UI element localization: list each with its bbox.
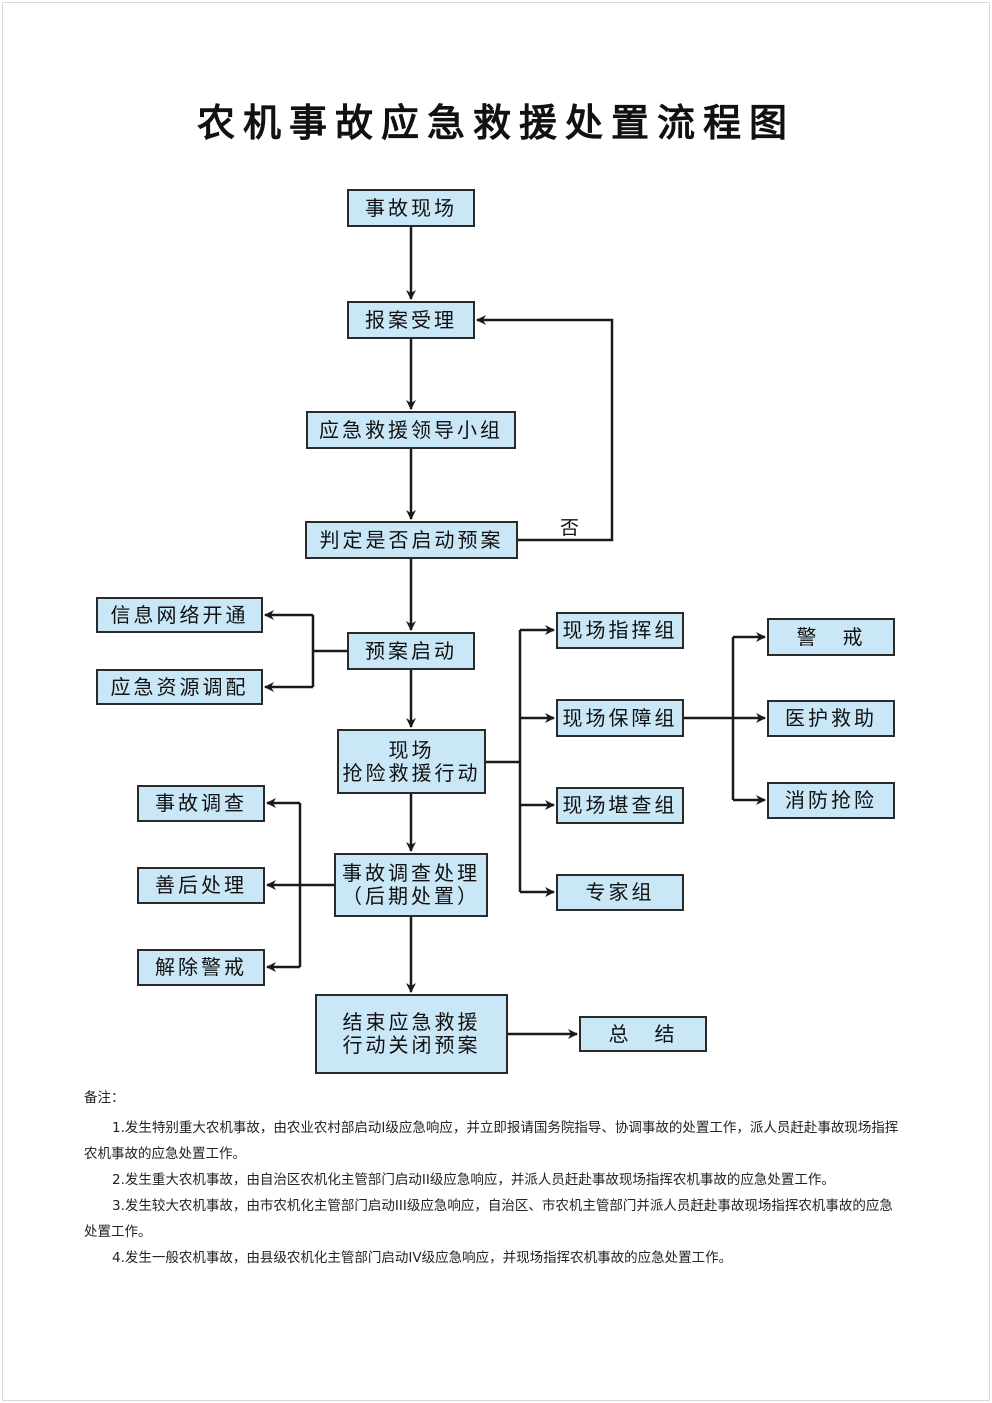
node-report-received: 报案受理	[347, 301, 475, 339]
page-title: 农机事故应急救援处置流程图	[196, 100, 795, 145]
node-expert-group: 专家组	[556, 874, 684, 911]
node-rescue-action: 现场 抢险救援行动	[337, 729, 486, 794]
notes-section: 备注： 1.发生特别重大农机事故，由农业农村部启动I级应急响应，并立即报请国务院…	[84, 1085, 906, 1271]
node-medical-aid: 医护救助	[767, 700, 895, 737]
node-aftermath: 善后处理	[137, 867, 265, 904]
node-investigation: 事故调查	[137, 785, 265, 822]
notes-heading: 备注：	[84, 1090, 125, 1106]
note-item: 1.发生特别重大农机事故，由农业农村部启动I级应急响应，并立即报请国务院指导、协…	[84, 1120, 899, 1162]
node-fire-rescue: 消防抢险	[767, 782, 895, 819]
node-command-group: 现场指挥组	[556, 612, 684, 649]
node-info-network: 信息网络开通	[96, 597, 263, 633]
no-branch-label: 否	[560, 517, 580, 539]
node-leadership-group: 应急救援领导小组	[306, 411, 516, 449]
node-lift-alert: 解除警戒	[137, 949, 265, 986]
note-item: 4.发生一般农机事故，由县级农机化主管部门启动IV级应急响应，并现场指挥农机事故…	[112, 1250, 733, 1266]
node-accident-scene: 事故现场	[347, 189, 475, 227]
node-survey-group: 现场堪查组	[556, 787, 684, 824]
node-plan-start: 预案启动	[347, 632, 475, 670]
node-summary: 总 结	[579, 1016, 707, 1052]
node-support-group: 现场保障组	[556, 699, 684, 737]
node-guard: 警 戒	[767, 618, 895, 656]
node-end-rescue: 结束应急救援 行动关闭预案	[315, 994, 508, 1074]
note-item: 2.发生重大农机事故，由自治区农机化主管部门启动II级应急响应，并派人员赶赴事故…	[112, 1172, 835, 1188]
node-investigation-handling: 事故调查处理 （后期处置）	[334, 853, 488, 917]
note-item: 3.发生较大农机事故，由市农机化主管部门启动III级应急响应，自治区、市农机主管…	[84, 1198, 893, 1240]
node-decision-activate-plan: 判定是否启动预案	[305, 521, 518, 559]
node-resource-allocation: 应急资源调配	[96, 669, 263, 705]
